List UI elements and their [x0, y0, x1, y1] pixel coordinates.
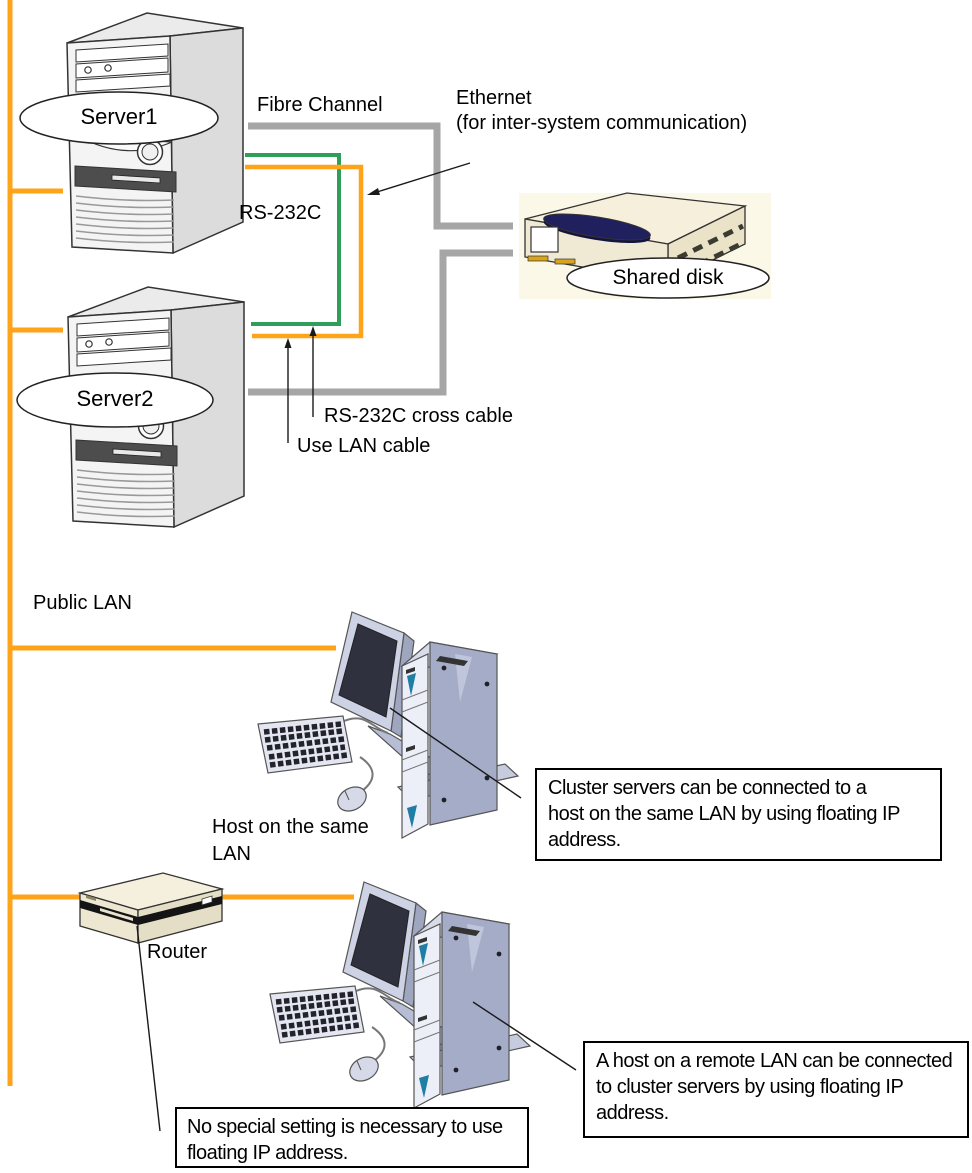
use-lan-arrowhead — [284, 338, 292, 348]
remote-lan-callout-leader — [472, 1001, 577, 1071]
server1-label-ellipse — [19, 91, 219, 145]
rs232c-cross-cable-label: RS-232C cross cable — [324, 405, 513, 427]
ethernet-label-line1: Ethernet — [456, 87, 532, 109]
ethernet-arrow-line — [376, 162, 471, 193]
router-icon — [77, 872, 225, 944]
router-callout-leader — [136, 925, 161, 1132]
rs232c-label: RS-232C — [239, 202, 322, 224]
use-lan-cable-label: Use LAN cable — [297, 435, 431, 457]
host-pc-remote-lan-icon — [270, 882, 530, 1108]
ethernet-label: Ethernet (for inter-system communication… — [456, 86, 747, 136]
host-on-same-lan-label: Host on the same LAN — [212, 816, 369, 865]
rs232c-cross-arrowhead — [309, 326, 317, 336]
server1-label: Server1 — [80, 104, 158, 129]
same-lan-callout-leader — [389, 707, 522, 799]
rs232c-cross-line — [245, 153, 341, 326]
router-note-callout-box: No special setting is necessary to use f… — [175, 1107, 529, 1168]
server2-label-ellipse — [16, 372, 214, 428]
fibre-line-server1 — [248, 122, 513, 230]
same-lan-callout-box: Cluster servers can be connected to a ho… — [535, 768, 942, 861]
fibre-channel-label: Fibre Channel — [257, 94, 383, 116]
fibre-line-server2 — [248, 249, 513, 396]
interconnect-loop — [245, 164, 364, 339]
rs232c-loop — [245, 153, 341, 326]
server2-label: Server2 — [76, 386, 154, 411]
ethernet-arrowhead — [367, 188, 380, 195]
shared-disk-label: Shared disk — [612, 266, 724, 289]
annotation-lines — [136, 162, 577, 1132]
ethernet-label-line2: (for inter-system communication) — [456, 112, 748, 134]
remote-lan-callout-box: A host on a remote LAN can be connected … — [583, 1041, 969, 1138]
public-lan-label: Public LAN — [33, 592, 132, 614]
shared-disk-label-ellipse — [566, 257, 770, 299]
router-label: Router — [147, 941, 208, 963]
interconnect-lan-line — [245, 164, 364, 339]
fibre-channel-lines — [248, 122, 513, 396]
